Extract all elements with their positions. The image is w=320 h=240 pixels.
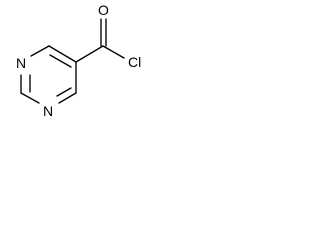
bond-n3-c4-double-inner	[56, 87, 72, 97]
nitrogen-atom-label-top: N	[16, 55, 26, 71]
bond-c2-n3	[20, 92, 40, 104]
oxygen-atom-label: O	[98, 2, 109, 18]
bond-c5-c6	[48, 45, 77, 63]
pyrimidine-carbonyl-chloride-structure: O Cl N N	[16, 2, 141, 119]
bond-c4-carbonyl	[75, 45, 104, 63]
chlorine-atom-label: Cl	[128, 54, 141, 70]
bond-n3-c4	[58, 92, 77, 104]
nitrogen-atom-label-bottom: N	[43, 103, 53, 119]
bond-c6-n1	[30, 45, 50, 57]
bond-c5-c6-double-inner	[49, 54, 72, 68]
bond-carbonyl-chlorine	[102, 45, 125, 59]
